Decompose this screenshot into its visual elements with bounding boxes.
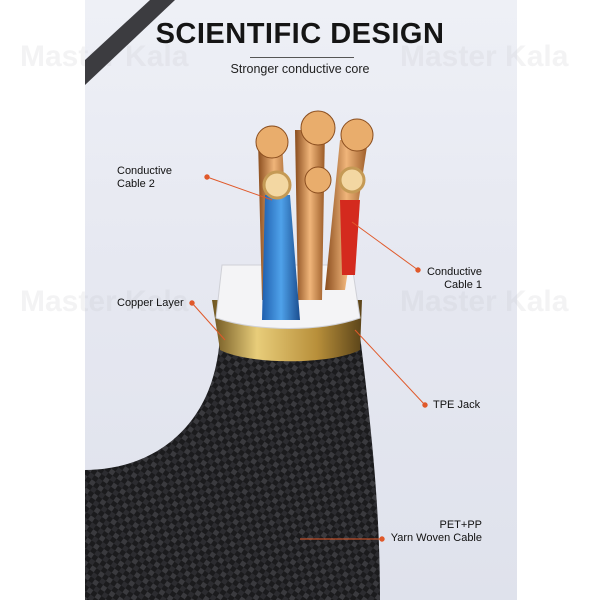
callout-line-copper xyxy=(191,302,226,341)
callout-dot xyxy=(189,300,195,306)
label-line: Conductive xyxy=(117,165,173,177)
label-line: Yarn Woven Cable xyxy=(390,532,482,544)
subtitle: Stronger conductive core xyxy=(230,62,370,76)
watermark: Master Kala xyxy=(400,40,569,73)
blue-conductor xyxy=(262,195,300,320)
callout-dot xyxy=(379,536,385,542)
conductor-end-1 xyxy=(338,166,366,194)
callout-dot xyxy=(204,174,210,180)
copper-core-end xyxy=(340,118,374,152)
copper-core-end xyxy=(304,166,332,194)
label-conductive-cable-2: Conductive Cable 2 xyxy=(117,165,172,191)
label-line: Cable 1 xyxy=(444,279,482,291)
callout-line-cable-1 xyxy=(351,221,419,271)
label-tpe-jack: TPE Jack xyxy=(433,399,480,412)
label-yarn-woven-cable: PET+PP Yarn Woven Cable xyxy=(372,519,482,545)
copper-strand xyxy=(295,130,325,300)
label-copper-layer: Copper Layer xyxy=(117,297,184,310)
braided-jacket xyxy=(85,335,380,600)
conductor-end-2 xyxy=(262,170,292,200)
callout-dot xyxy=(415,267,421,273)
title-divider xyxy=(250,57,354,58)
background-cable xyxy=(85,0,175,85)
watermark: Master Kala xyxy=(20,285,189,318)
copper-core-end xyxy=(300,110,336,146)
label-conductive-cable-1: Conductive Cable 1 xyxy=(402,266,482,292)
label-line: Conductive xyxy=(426,266,482,278)
label-line: TPE Jack xyxy=(433,399,481,411)
label-line: Copper Layer xyxy=(117,297,184,309)
callout-line-tpe xyxy=(354,329,426,406)
callout-line-cable-2 xyxy=(206,176,273,201)
copper-core-end xyxy=(255,125,289,159)
label-line: Cable 2 xyxy=(117,178,155,190)
red-conductor xyxy=(340,200,360,275)
label-line: PET+PP xyxy=(439,519,483,531)
callout-dot xyxy=(422,402,428,408)
page-title: SCIENTIFIC DESIGN xyxy=(155,18,445,50)
watermark: Master Kala xyxy=(400,285,569,318)
